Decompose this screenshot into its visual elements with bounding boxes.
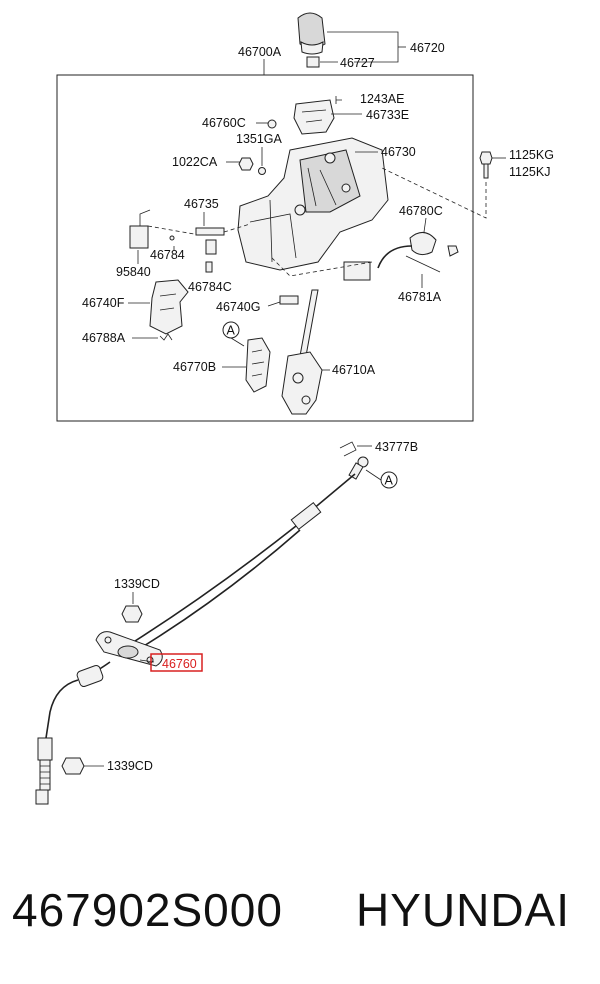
nut-1339CD-bottom [61,757,85,775]
svg-text:A: A [227,324,236,338]
footer: 467902S000 HYUNDAI [0,870,600,950]
pin-46735 [195,227,225,255]
label-1339CD-bottom: 1339CD [107,759,153,773]
plate-46770B [245,337,271,393]
label-46740F: 46740F [82,296,125,310]
clip-43777B [339,441,357,457]
label-46788A: 46788A [82,331,126,345]
label-46730: 46730 [381,145,416,159]
bolt-1125 [479,151,493,179]
cable-end-lower [35,737,53,805]
label-46727: 46727 [340,56,375,70]
cable-adjuster [290,501,322,531]
shifter-housing [237,137,389,271]
label-46710A: 46710A [332,363,376,377]
cable-boot [76,665,104,687]
knob-clip [306,56,320,68]
label-46784C: 46784C [188,280,232,294]
label-46700A: 46700A [238,45,282,59]
clip-46740G [279,295,299,305]
connector-46781A [343,261,371,281]
assembly-frame [56,74,474,422]
brand-name: HYUNDAI [356,884,571,936]
svg-text:A: A [385,474,394,488]
switch-95840 [129,209,151,249]
ref-marker-a-upper: A [222,321,240,339]
label-1243AE: 1243AE [360,92,404,106]
lever-46710A [281,289,323,415]
nut-1022CA [238,157,254,171]
top-bracket [293,99,335,135]
label-1125KG: 1125KG [509,148,554,162]
sensor-46780C [409,232,459,257]
label-1339CD-top: 1339CD [114,577,160,591]
highlight-box-46760 [150,653,203,672]
label-1351GA: 1351GA [236,132,283,146]
part-46784C [205,261,213,273]
label-46760C: 46760C [202,116,246,130]
label-46733E: 46733E [366,108,409,122]
label-43777B: 43777B [375,440,418,454]
label-46740G: 46740G [216,300,260,314]
label-46780C: 46780C [399,204,443,218]
spring-46788A [159,333,173,341]
label-46784: 46784 [150,248,185,262]
label-46760-highlighted: 46760 [162,657,197,671]
label-1125KJ: 1125KJ [509,165,550,179]
bracket-46740F [149,279,189,335]
ref-marker-a-lower: A [380,471,398,489]
shift-knob [297,12,326,55]
grommet-plate-46760 [95,631,163,667]
part-number: 467902S000 [12,884,283,936]
nut-1339CD-top [121,605,143,623]
label-46781A: 46781A [398,290,442,304]
label-46770B: 46770B [173,360,216,374]
label-1022CA: 1022CA [172,155,218,169]
label-46735: 46735 [184,197,219,211]
label-46720: 46720 [410,41,445,55]
label-95840: 95840 [116,265,151,279]
